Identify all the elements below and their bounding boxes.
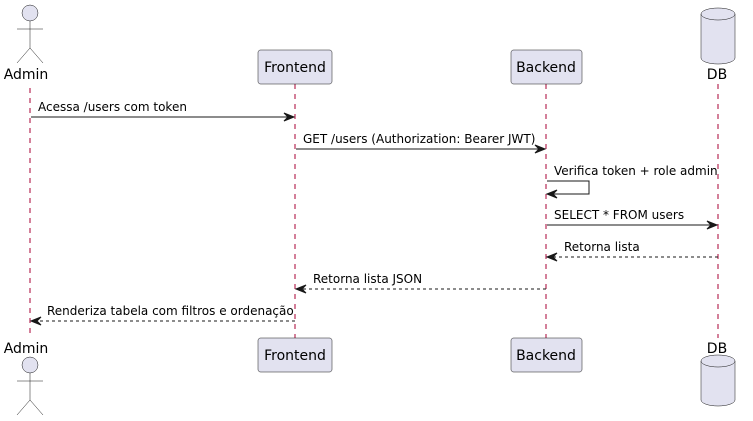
participant-admin-top: Admin	[4, 4, 49, 83]
message-label: Renderiza tabela com filtros e ordenação	[47, 304, 294, 318]
message-label: SELECT * FROM users	[554, 208, 684, 222]
message-label: GET /users (Authorization: Bearer JWT)	[303, 132, 535, 146]
participant-label: Frontend	[264, 348, 326, 364]
message-3-self: Verifica token + role admin	[545, 164, 718, 199]
database-icon	[700, 354, 736, 407]
participant-label: DB	[707, 341, 727, 357]
message-label: Verifica token + role admin	[554, 164, 718, 178]
participant-admin-bottom: Admin	[4, 341, 49, 416]
participant-backend-top: Backend	[510, 49, 583, 85]
participant-box	[257, 49, 333, 85]
participant-box	[257, 337, 333, 373]
participant-label: Admin	[4, 67, 49, 83]
message-4: SELECT * FROM users	[547, 208, 719, 230]
message-1: Acessa /users com token	[31, 100, 296, 122]
participant-db-top: DB	[700, 7, 736, 83]
database-icon	[700, 7, 736, 65]
message-5: Retorna lista	[545, 240, 718, 262]
participant-label: Backend	[516, 60, 576, 76]
participant-frontend-bottom: Frontend	[257, 337, 333, 373]
participant-db-bottom: DB	[700, 341, 736, 407]
message-label: Retorna lista JSON	[313, 272, 422, 286]
participant-label: Backend	[516, 348, 576, 364]
actor-icon	[16, 356, 44, 416]
participant-label: DB	[707, 67, 727, 83]
actor-icon	[16, 4, 44, 64]
participant-backend-bottom: Backend	[510, 337, 583, 373]
message-label: Retorna lista	[564, 240, 640, 254]
participant-box	[510, 337, 583, 373]
message-2: GET /users (Authorization: Bearer JWT)	[296, 132, 547, 154]
participant-box	[510, 49, 583, 85]
participant-label: Admin	[4, 341, 49, 357]
message-label: Acessa /users com token	[38, 100, 187, 114]
participant-frontend-top: Frontend	[257, 49, 333, 85]
message-6: Retorna lista JSON	[294, 272, 546, 294]
message-7: Renderiza tabela com filtros e ordenação	[29, 304, 295, 326]
participant-label: Frontend	[264, 60, 326, 76]
